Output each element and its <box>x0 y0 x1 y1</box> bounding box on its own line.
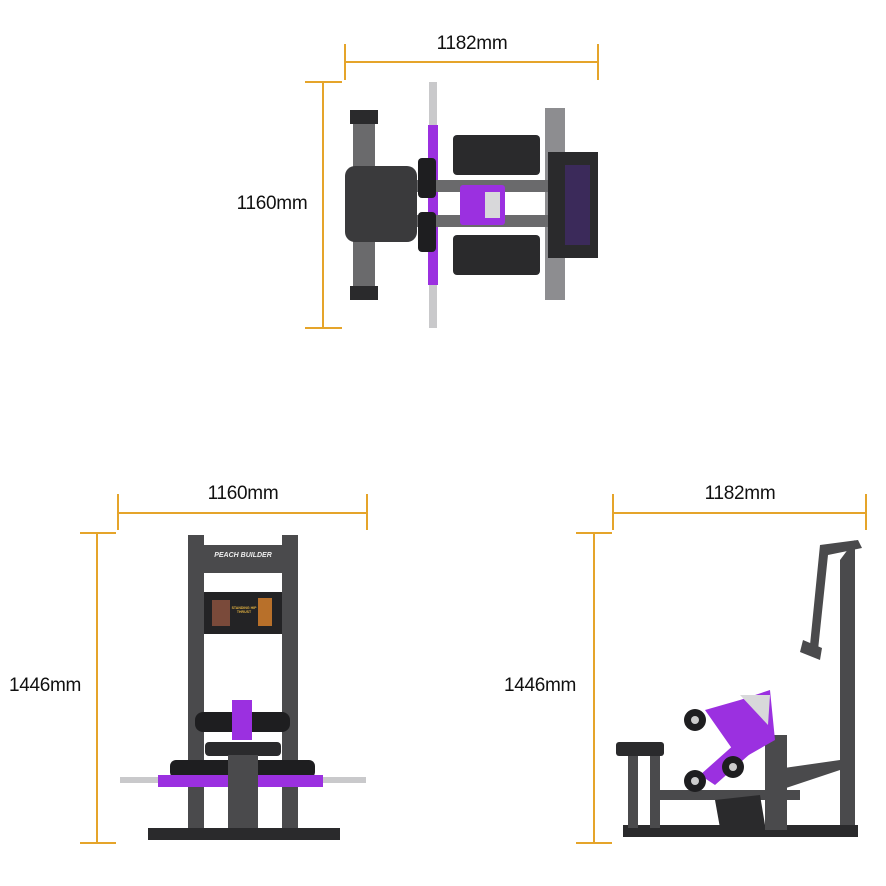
top-width-label: 1182mm <box>436 33 508 54</box>
front-height-label: 1446mm <box>8 675 82 696</box>
side-height-label: 1446mm <box>503 675 577 696</box>
side-width-label: 1182mm <box>704 483 776 504</box>
poster-text: STANDING HIP THRUST <box>231 606 257 614</box>
front-width-label: 1160mm <box>207 483 279 504</box>
brand-logo-text: PEACH BUILDER <box>214 552 272 559</box>
logo-plate <box>204 545 282 573</box>
machine-top-view <box>345 82 598 328</box>
machine-side-view <box>616 540 862 837</box>
machine-front-view <box>120 535 366 840</box>
dimension-lines <box>80 44 867 844</box>
top-depth-label: 1160mm <box>236 193 308 214</box>
